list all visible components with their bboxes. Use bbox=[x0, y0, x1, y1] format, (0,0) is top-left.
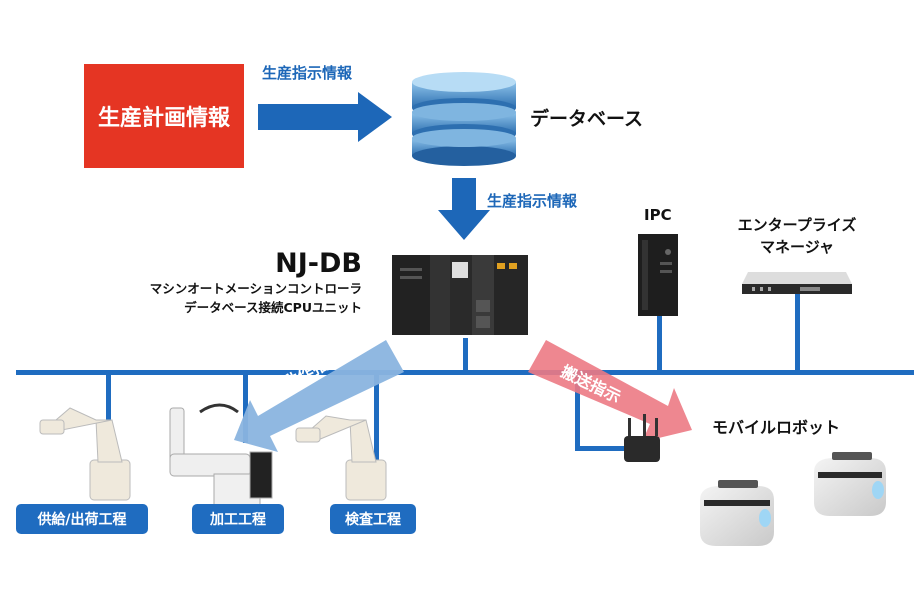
flow-label-mid: 生産指示情報 bbox=[487, 192, 578, 210]
drop-controller bbox=[463, 338, 468, 372]
robot-arm-process-icon bbox=[169, 403, 273, 509]
enterprise-manager-line2: マネージャ bbox=[760, 238, 834, 256]
robot-arm-supply-icon bbox=[39, 407, 131, 501]
station-process: 加工工程 bbox=[192, 504, 284, 534]
controller-title: NJ-DB bbox=[275, 248, 362, 279]
database-icon bbox=[412, 72, 516, 166]
mobile-robot-2-icon bbox=[814, 452, 886, 516]
drop-inspection bbox=[374, 375, 379, 490]
arrow-transport bbox=[528, 340, 692, 442]
network-bus bbox=[16, 370, 914, 375]
enterprise-manager-icon bbox=[742, 272, 852, 294]
drop-ipc bbox=[657, 316, 662, 372]
wireless-ap-icon bbox=[624, 414, 660, 462]
controller-hardware-icon bbox=[392, 255, 528, 335]
arrow-plan-to-db bbox=[258, 92, 392, 142]
production-plan-box: 生産計画情報 bbox=[84, 64, 244, 168]
station-inspection-label: 検査工程 bbox=[345, 512, 401, 528]
controller-label-group: NJ-DB マシンオートメーションコントローラ データベース接続CPUユニット bbox=[100, 248, 362, 317]
drop-ap-vertical bbox=[575, 375, 580, 450]
enterprise-manager-label-group: エンタープライズ マネージャ bbox=[722, 214, 872, 258]
drop-process bbox=[243, 375, 248, 443]
station-supply: 供給/出荷工程 bbox=[16, 504, 148, 534]
database-label: データベース bbox=[530, 108, 644, 130]
arrow-db-to-controller bbox=[438, 178, 490, 240]
ipc-icon bbox=[638, 234, 678, 316]
arrow-operation bbox=[234, 340, 404, 452]
station-process-label: 加工工程 bbox=[210, 512, 266, 528]
robot-arm-inspection-icon bbox=[295, 415, 387, 501]
controller-subtitle-2: データベース接続CPUユニット bbox=[184, 300, 362, 315]
ipc-label: IPC bbox=[644, 206, 672, 224]
drop-ap-horizontal bbox=[575, 446, 627, 451]
mobile-robot-1-icon bbox=[700, 480, 774, 546]
controller-subtitle-1: マシンオートメーションコントローラ bbox=[149, 281, 362, 296]
enterprise-manager-line1: エンタープライズ bbox=[737, 216, 857, 234]
drop-enterprise bbox=[795, 292, 800, 372]
production-plan-label: 生産計画情報 bbox=[97, 106, 230, 131]
flow-label-top: 生産指示情報 bbox=[262, 64, 353, 82]
station-supply-label: 供給/出荷工程 bbox=[37, 512, 127, 528]
station-inspection: 検査工程 bbox=[330, 504, 416, 534]
mobile-robot-label: モバイルロボット bbox=[712, 418, 841, 437]
